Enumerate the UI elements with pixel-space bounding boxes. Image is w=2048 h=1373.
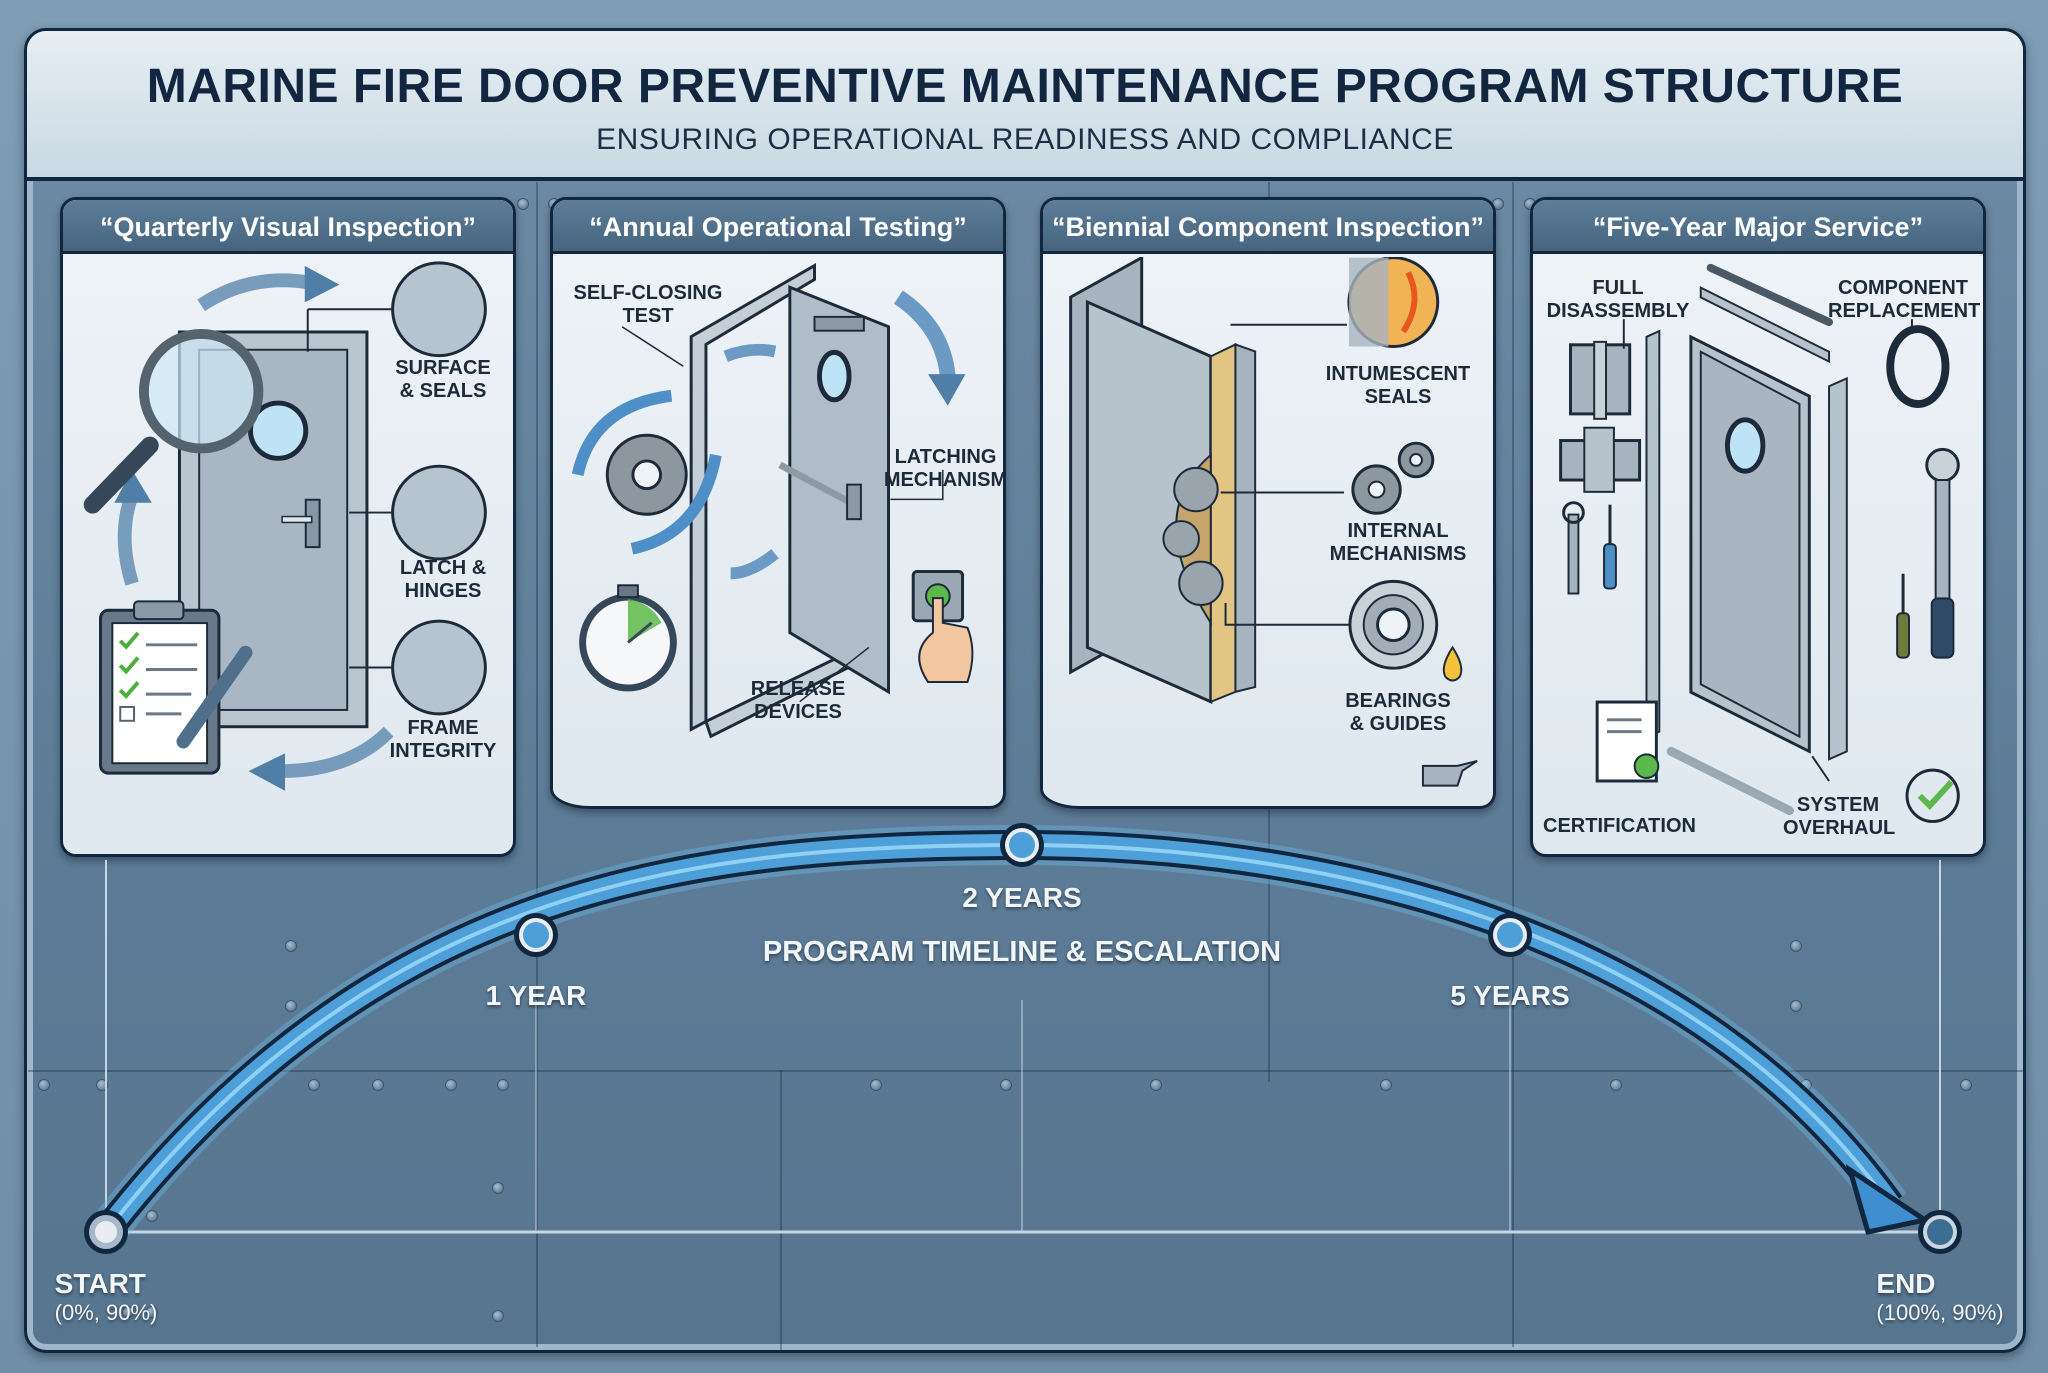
- magnifier-icon: [83, 329, 264, 514]
- oil-drop-icon: [1442, 645, 1463, 682]
- label-intumescent-seals: INTUMESCENT SEALS: [1325, 363, 1471, 408]
- timeline-title: PROGRAM TIMELINE & ESCALATION: [762, 936, 1282, 968]
- panel-biennial-component-inspection: “Biennial Component Inspection”: [1040, 197, 1496, 809]
- label-internal-mechanisms: INTERNAL MECHANISMS: [1329, 520, 1467, 565]
- label-certification: CERTIFICATION: [1543, 815, 1696, 837]
- cycle-arrows-icon: [114, 265, 394, 791]
- label-latch-hinges: LATCH & HINGES: [399, 557, 487, 602]
- five-year-illustration: [1559, 263, 1960, 823]
- page-title: MARINE FIRE DOOR PREVENTIVE MAINTENANCE …: [146, 60, 1904, 113]
- cycle-arrows-icon: [571, 290, 966, 580]
- panel-title: “Annual Operational Testing”: [553, 200, 1003, 254]
- panel-title: “Biennial Component Inspection”: [1043, 200, 1493, 254]
- flame-seal-icon: [1347, 257, 1440, 348]
- label-system-overhaul: SYSTEM OVERHAUL: [1783, 794, 1896, 839]
- wrench-icon: [1562, 501, 1585, 595]
- label-latching-mechanism: LATCHING MECHANISM: [883, 446, 1006, 491]
- hinge-icon: [1569, 340, 1632, 420]
- pen-icon: [176, 645, 253, 749]
- milestone-1-year: 1 YEAR: [485, 980, 587, 1011]
- milestone-end: END (100%, 90%): [1876, 1268, 2003, 1326]
- page-subtitle: ENSURING OPERATIONAL READINESS AND COMPL…: [596, 123, 1454, 156]
- label-component-replacement: COMPONENT REPLACEMENT: [1828, 277, 1981, 322]
- label-bearings-guides: BEARINGS & GUIDES: [1345, 690, 1451, 735]
- callout-circles: [306, 261, 487, 716]
- gasket-ring-icon: [1886, 325, 1950, 408]
- push-button-icon: [911, 569, 974, 683]
- clipboard-checklist-icon: [99, 600, 221, 775]
- torque-wrench-icon: [1925, 447, 1960, 659]
- panel-title: “Five-Year Major Service”: [1533, 200, 1983, 254]
- header-banner: MARINE FIRE DOOR PREVENTIVE MAINTENANCE …: [27, 31, 2023, 181]
- latch-icon: [1559, 426, 1642, 493]
- label-self-closing-test: SELF-CLOSING TEST: [573, 282, 723, 327]
- milestone-5-years: 5 YEARS: [1450, 980, 1570, 1011]
- milestone-coords: (0%, 90%): [54, 1300, 158, 1325]
- cutaway-door-icon: [1069, 257, 1257, 704]
- milestone-label: START: [54, 1268, 146, 1299]
- exploded-door-icon: [1645, 263, 1848, 816]
- gear-icon: [605, 433, 688, 516]
- stopwatch-icon: [579, 584, 677, 692]
- gears-icon: [1351, 441, 1435, 515]
- panel-quarterly-visual-inspection: “Quarterly Visual Inspection”: [60, 197, 516, 857]
- label-full-disassembly: FULL DISASSEMBLY: [1546, 277, 1690, 322]
- bearing-icon: [1348, 579, 1439, 670]
- screwdriver-icon: [1603, 504, 1617, 590]
- milestone-2-years: 2 YEARS: [962, 882, 1082, 913]
- panel-title: “Quarterly Visual Inspection”: [63, 200, 513, 254]
- label-frame-integrity: FRAME INTEGRITY: [389, 717, 497, 762]
- milestone-label: END: [1876, 1268, 1936, 1299]
- screwdriver-icon: [1896, 573, 1910, 659]
- oil-can-icon: [1421, 759, 1478, 787]
- label-surface-seals: SURFACE & SEALS: [395, 357, 491, 402]
- quarterly-illustration: [83, 261, 487, 791]
- panel-annual-operational-testing: “Annual Operational Testing”: [550, 197, 1006, 809]
- milestone-coords: (100%, 90%): [1876, 1300, 2004, 1325]
- checkmark-icon: [1905, 768, 1960, 823]
- milestone-start: START (0%, 90%): [55, 1268, 158, 1326]
- annual-illustration: [571, 262, 974, 739]
- certificate-icon: [1595, 700, 1660, 783]
- panel-five-year-major-service: “Five-Year Major Service”: [1530, 197, 1986, 857]
- open-door-icon: [689, 262, 891, 739]
- label-release-devices: RELEASE DEVICES: [750, 678, 846, 723]
- biennial-illustration: [1069, 257, 1478, 787]
